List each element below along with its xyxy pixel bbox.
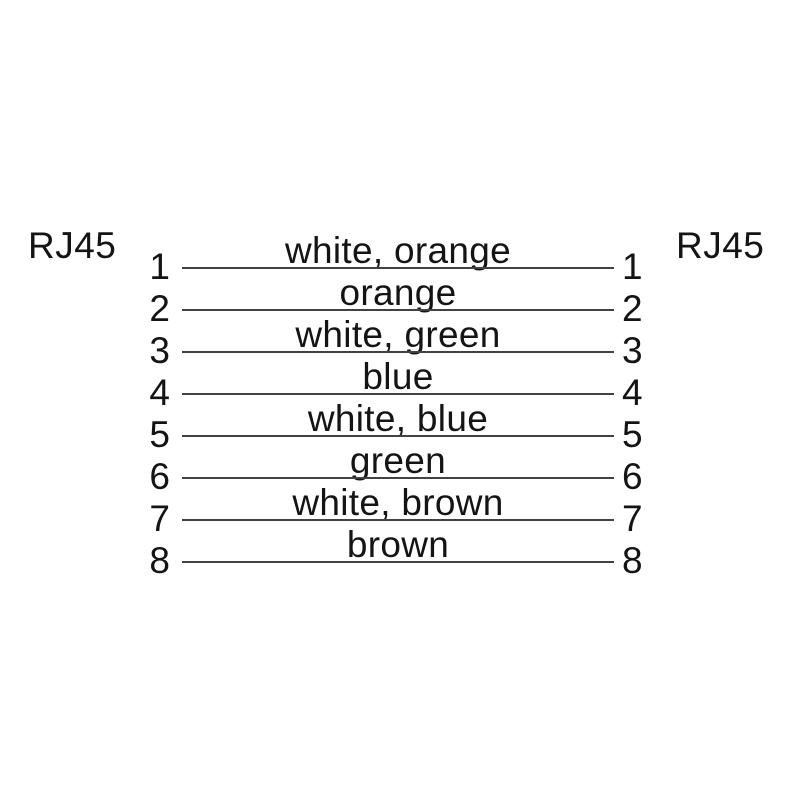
pin-number-left: 2 xyxy=(149,288,170,329)
pin-number-left: 3 xyxy=(149,330,170,371)
pin-number-right: 6 xyxy=(622,456,643,497)
pin-number-left: 1 xyxy=(149,246,170,287)
pin-number-right: 2 xyxy=(622,288,643,329)
wire-line xyxy=(182,309,614,311)
pin-number-right: 4 xyxy=(622,372,643,413)
wire-color-label: brown xyxy=(346,524,450,565)
wire-line xyxy=(182,561,614,563)
pin-number-left: 5 xyxy=(149,414,170,455)
wire-line xyxy=(182,393,614,395)
wire-color-label: orange xyxy=(339,272,457,313)
pin-number-right: 1 xyxy=(622,246,643,287)
pin-number-right: 3 xyxy=(622,330,643,371)
pin-number-left: 8 xyxy=(149,540,170,581)
wire-line xyxy=(182,435,614,437)
pin-number-right: 8 xyxy=(622,540,643,581)
wire-color-label: green xyxy=(349,440,447,481)
pin-number-right: 7 xyxy=(622,498,643,539)
wire-color-label: white, orange xyxy=(284,230,512,271)
wire-line xyxy=(182,477,614,479)
wire-color-label: blue xyxy=(362,356,434,397)
pin-number-right: 5 xyxy=(622,414,643,455)
wire-line xyxy=(182,267,614,269)
connector-label-left: RJ45 xyxy=(28,225,117,266)
wire-color-label: white, brown xyxy=(292,482,504,523)
pin-number-left: 4 xyxy=(149,372,170,413)
pin-number-left: 6 xyxy=(149,456,170,497)
connector-label-right: RJ45 xyxy=(676,225,765,266)
wire-color-label: white, green xyxy=(295,314,501,355)
wire-line xyxy=(182,519,614,521)
wire-color-label: white, blue xyxy=(307,398,489,439)
pin-number-left: 7 xyxy=(149,498,170,539)
wire-line xyxy=(182,351,614,353)
